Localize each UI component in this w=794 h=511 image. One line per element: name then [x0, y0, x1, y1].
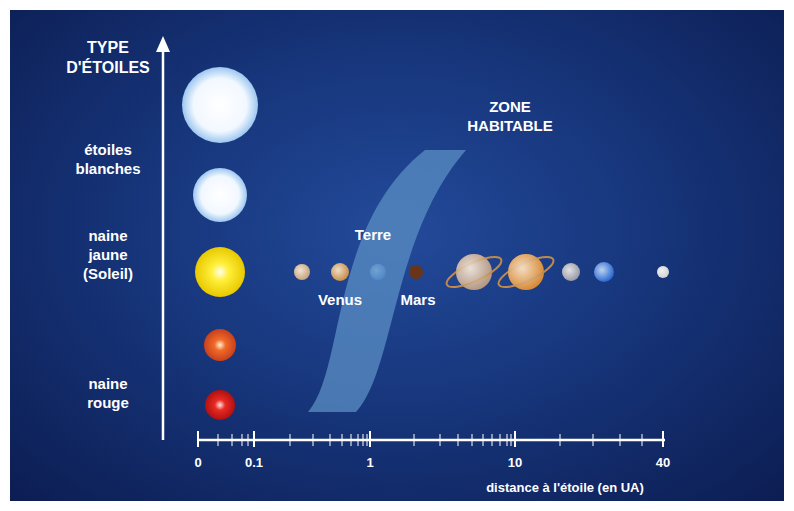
tick-label: 0: [194, 455, 201, 471]
tick-label: 10: [508, 455, 522, 471]
axis-title: TYPE D'ÉTOILES: [58, 38, 158, 78]
planet-label: Terre: [355, 226, 391, 245]
star-type-label: naine jaune (Soleil): [68, 227, 148, 283]
axis-label: distance à l'étoile (en UA): [486, 480, 644, 496]
planet-label: Venus: [318, 291, 362, 310]
band-shape: [296, 92, 496, 418]
star-type-label: étoiles blanches: [63, 141, 153, 179]
star-type-label: naine rouge: [73, 375, 143, 413]
habitable-zone-band: ZONE HABITABLE: [296, 92, 496, 418]
zone-title: ZONE HABITABLE: [455, 98, 565, 136]
planet-label: Mars: [400, 291, 435, 310]
tick-label: 1: [366, 455, 373, 471]
tick-label: 40: [656, 455, 670, 471]
tick-label: 0.1: [245, 455, 263, 471]
